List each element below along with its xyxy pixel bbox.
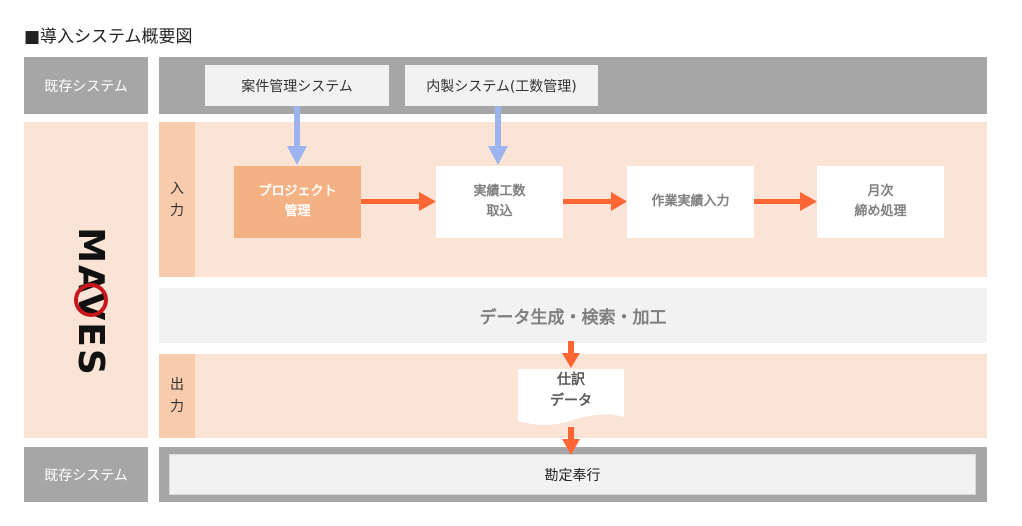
step-work-results-entry: 作業実績入力 <box>627 166 754 238</box>
case-management-system-box: 案件管理システム <box>205 65 389 106</box>
data-processing-band: データ生成・検索・加工 <box>159 288 987 343</box>
page-title: ■導入システム概要図 <box>24 27 193 47</box>
output-tab-char-1: 出 <box>170 377 184 393</box>
orange-arrow-step1-to-step2 <box>361 192 436 211</box>
step-project-management-line1: プロジェクト <box>258 184 337 199</box>
step-monthly-closing: 月次 締め処理 <box>817 166 944 238</box>
existing-system-label-bottom: 既存システム <box>24 447 148 502</box>
input-tab-char-2: 力 <box>170 202 184 219</box>
blue-arrow-case-to-project <box>287 106 307 165</box>
input-tab: 入 力 <box>159 122 195 277</box>
step-actual-hours-import: 実績工数 取込 <box>436 166 563 238</box>
step-project-management-line2: 管理 <box>284 204 311 219</box>
maves-logo: MAVES <box>70 227 111 377</box>
step-monthly-closing-line1: 月次 <box>867 184 894 199</box>
journal-data-line2: データ <box>550 393 592 409</box>
orange-arrow-step2-to-step3 <box>563 192 627 211</box>
orange-arrow-document-to-kanjo <box>562 427 580 455</box>
step-actual-hours-import-line2: 取込 <box>486 204 513 219</box>
in-house-system-box: 内製システム(工数管理) <box>405 65 598 106</box>
input-tab-char-1: 入 <box>170 180 184 197</box>
step-actual-hours-import-line1: 実績工数 <box>473 184 526 199</box>
step-project-management: プロジェクト 管理 <box>234 166 361 238</box>
step-monthly-closing-line2: 締め処理 <box>854 204 907 219</box>
maves-column: MAVES <box>24 122 148 438</box>
orange-arrow-process-to-document <box>562 341 580 368</box>
step-work-results-entry-label: 作業実績入力 <box>651 194 730 209</box>
kanjo-bugyo-box: 勘定奉行 <box>169 454 976 495</box>
blue-arrow-inhouse-to-import <box>488 106 508 165</box>
journal-data-document-shape <box>518 369 624 425</box>
orange-arrow-step3-to-step4 <box>754 192 817 211</box>
existing-system-label-top: 既存システム <box>24 57 148 114</box>
output-tab-char-2: 力 <box>170 399 184 415</box>
maves-logo-ring <box>74 283 108 317</box>
journal-data-line1: 仕訳 <box>557 372 585 388</box>
journal-data-document: 仕訳 データ <box>518 370 624 412</box>
output-tab: 出 力 <box>159 354 195 438</box>
